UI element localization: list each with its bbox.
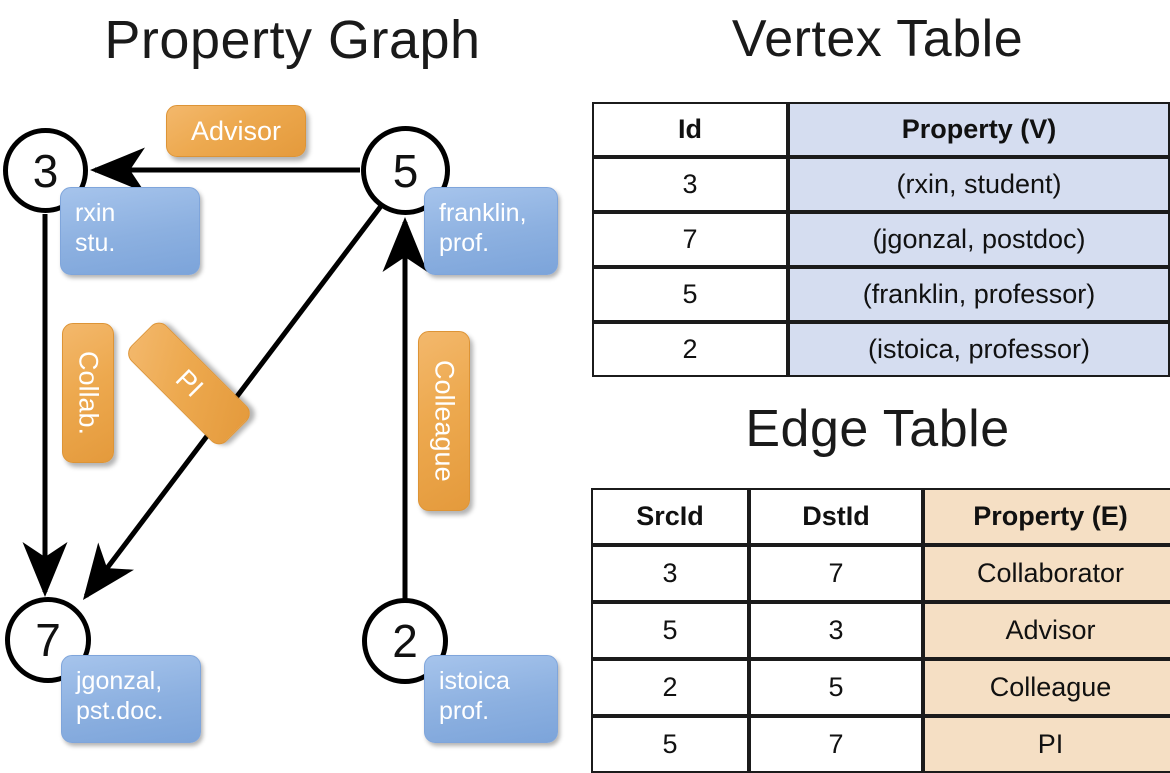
edge-table-header-property: Property (E) xyxy=(923,488,1170,545)
page-title-vertex-table: Vertex Table xyxy=(731,10,1024,68)
vertex-table-cell-id: 3 xyxy=(592,157,788,212)
table-row: 5 7 PI xyxy=(591,716,1170,773)
edge-table-cell-dstid: 3 xyxy=(749,602,923,659)
vertex-table-header-id: Id xyxy=(592,102,788,157)
edge-label-advisor: Advisor xyxy=(166,105,306,157)
vertex-node-3-id: 3 xyxy=(32,144,59,197)
edge-table-cell-property: Collaborator xyxy=(923,545,1170,602)
edge-table-cell-property: Colleague xyxy=(923,659,1170,716)
vertex-property-box-7: jgonzal, pst.doc. xyxy=(61,655,201,743)
edge-table-header-srcid: SrcId xyxy=(591,488,749,545)
property-graph-diagram: 3 5 7 2 rxin stu. franklin, prof. jgonza… xyxy=(0,0,585,760)
edge-table-cell-srcid: 5 xyxy=(591,602,749,659)
edge-table-cell-dstid: 5 xyxy=(749,659,923,716)
edge-table-cell-srcid: 3 xyxy=(591,545,749,602)
vertex-node-5-id: 5 xyxy=(392,144,419,197)
edge-table-cell-property: PI xyxy=(923,716,1170,773)
edge-table-header-dstid: DstId xyxy=(749,488,923,545)
edge-table-cell-dstid: 7 xyxy=(749,545,923,602)
vertex-table-header-row: Id Property (V) xyxy=(592,102,1170,157)
vertex-node-5[interactable]: 5 xyxy=(361,126,450,215)
edge-table-cell-srcid: 2 xyxy=(591,659,749,716)
vertex-table-cell-property: (rxin, student) xyxy=(788,157,1170,212)
edge-table: SrcId DstId Property (E) 3 7 Collaborato… xyxy=(591,488,1170,773)
table-row: 2 5 Colleague xyxy=(591,659,1170,716)
edge-table-cell-property: Advisor xyxy=(923,602,1170,659)
vertex-table-cell-property: (franklin, professor) xyxy=(788,267,1170,322)
page-title-property-graph: Property Graph xyxy=(104,10,481,70)
vertex-property-box-2: istoica prof. xyxy=(424,655,558,743)
vertex-node-7-id: 7 xyxy=(35,614,61,666)
table-row: 2 (istoica, professor) xyxy=(592,322,1170,377)
vertex-node-2[interactable]: 2 xyxy=(362,598,448,684)
page-title-edge-table: Edge Table xyxy=(745,400,1010,458)
table-row: 7 (jgonzal, postdoc) xyxy=(592,212,1170,267)
vertex-table-cell-id: 7 xyxy=(592,212,788,267)
edge-label-collab: Collab. xyxy=(62,323,114,463)
vertex-table-cell-property: (istoica, professor) xyxy=(788,322,1170,377)
table-row: 3 (rxin, student) xyxy=(592,157,1170,212)
edge-label-colleague: Colleague xyxy=(418,331,470,511)
edge-table-header-row: SrcId DstId Property (E) xyxy=(591,488,1170,545)
vertex-table: Id Property (V) 3 (rxin, student) 7 (jgo… xyxy=(592,102,1170,377)
vertex-table-cell-property: (jgonzal, postdoc) xyxy=(788,212,1170,267)
vertex-property-box-5: franklin, prof. xyxy=(424,187,558,275)
vertex-table-cell-id: 2 xyxy=(592,322,788,377)
table-row: 5 (franklin, professor) xyxy=(592,267,1170,322)
table-row: 3 7 Collaborator xyxy=(591,545,1170,602)
vertex-property-box-3: rxin stu. xyxy=(60,187,200,275)
vertex-table-cell-id: 5 xyxy=(592,267,788,322)
edge-table-cell-dstid: 7 xyxy=(749,716,923,773)
vertex-table-header-property: Property (V) xyxy=(788,102,1170,157)
table-row: 5 3 Advisor xyxy=(591,602,1170,659)
vertex-node-2-id: 2 xyxy=(392,615,418,667)
edge-table-cell-srcid: 5 xyxy=(591,716,749,773)
